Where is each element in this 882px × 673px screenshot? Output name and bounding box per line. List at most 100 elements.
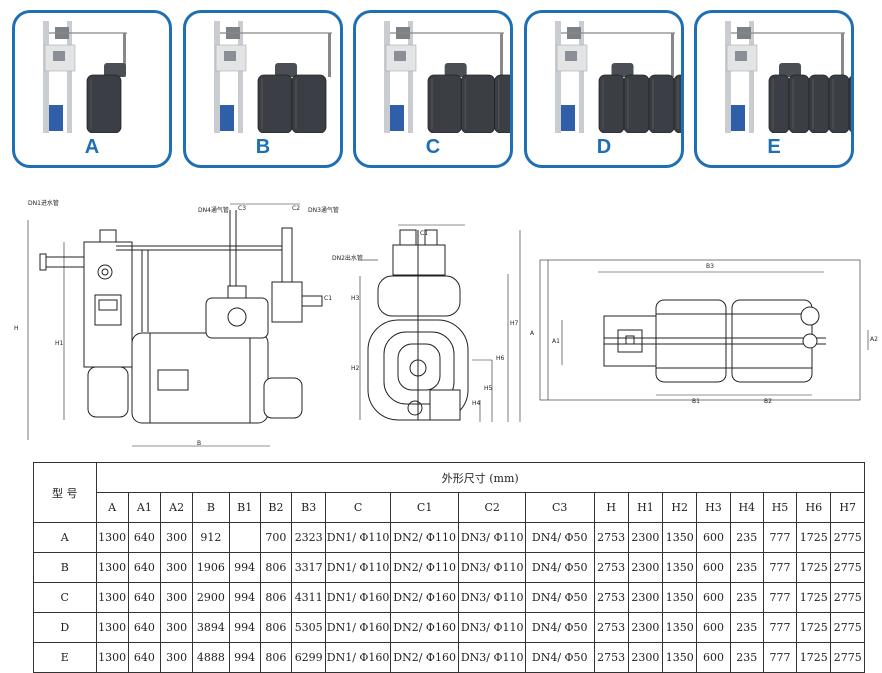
dimension-cell: 600 (696, 522, 731, 553)
dims-header: 外形尺寸 (mm) (95, 462, 865, 493)
column-header: H4 (729, 492, 764, 523)
dimension-cell: 2300 (627, 612, 664, 643)
variant-gallery: A B (0, 0, 882, 175)
unit-illustration (725, 21, 851, 133)
c3-label: C3 (238, 205, 247, 212)
dimension-cell: 777 (762, 612, 798, 643)
variant-label: B (255, 136, 271, 158)
column-header: H2 (662, 492, 698, 523)
column-header: B (192, 492, 230, 523)
dimension-cell: 806 (259, 642, 293, 673)
dimension-cell: 2775 (830, 552, 865, 583)
dimension-cell: 640 (127, 552, 162, 583)
variant-label: C (425, 136, 441, 158)
dimension-cell: 1350 (662, 582, 698, 613)
dimension-cell: 1300 (95, 582, 129, 613)
model-header: 型 号 (33, 462, 97, 523)
b1-label: B1 (692, 398, 700, 405)
dimension-cell: DN2/ Φ160 (389, 642, 460, 673)
dimension-cell: 1300 (95, 522, 129, 553)
dimension-cell: DN3/ Φ110 (458, 612, 526, 643)
dimension-cell: 2753 (593, 642, 629, 673)
b2-label: B2 (764, 398, 772, 405)
dimension-cell: 300 (159, 612, 194, 643)
column-header: C (325, 492, 391, 523)
dimension-cell: 1300 (95, 552, 129, 583)
dimension-cell (228, 522, 261, 553)
h-label: H (14, 325, 19, 332)
column-header: H7 (830, 492, 865, 523)
dimension-cell: 2300 (627, 522, 664, 553)
variant-card-e[interactable]: E (694, 10, 854, 168)
model-cell: E (33, 642, 97, 673)
dimension-cell: DN4/ Φ50 (524, 642, 595, 673)
h5-label: H5 (484, 385, 493, 392)
side-view-drawing (359, 224, 521, 422)
dimension-cell: 235 (729, 552, 764, 583)
dimension-cell: 1350 (662, 642, 698, 673)
model-cell: D (33, 612, 97, 643)
dimension-cell: 1300 (95, 642, 129, 673)
variant-card-c[interactable]: C (353, 10, 513, 168)
dimension-cell: 4888 (192, 642, 230, 673)
h6-label: H6 (496, 355, 505, 362)
h3-label: H3 (351, 295, 360, 302)
front-view-drawing (27, 203, 323, 447)
a1-label: A1 (552, 338, 560, 345)
dimension-cell: DN1/ Φ110 (325, 552, 391, 583)
dimension-cell: 600 (696, 642, 731, 673)
column-header: H (593, 492, 629, 523)
dimension-cell: DN3/ Φ110 (458, 642, 526, 673)
dimension-cell: 1725 (796, 642, 832, 673)
dimension-cell: 1350 (662, 522, 698, 553)
h1-label: H1 (55, 340, 64, 347)
variant-card-d[interactable]: D (524, 10, 684, 168)
b3-label: B3 (706, 263, 714, 270)
dimension-cell: DN1/ Φ110 (325, 522, 391, 553)
dimension-cell: 2775 (830, 642, 865, 673)
dimension-cell: DN4/ Φ50 (524, 582, 595, 613)
dimension-cell: 6299 (291, 642, 327, 673)
unit-illustration (214, 21, 332, 133)
dimension-cell: 2900 (192, 582, 230, 613)
a2-label: A2 (870, 336, 878, 343)
dimension-cell: 600 (696, 552, 731, 583)
dimension-cell: 300 (159, 582, 194, 613)
dimension-cell: 640 (127, 522, 162, 553)
dimension-cell: DN4/ Φ50 (524, 552, 595, 583)
dimension-cell: 777 (762, 582, 798, 613)
dimension-cell: 1906 (192, 552, 230, 583)
dimension-cell: DN3/ Φ110 (458, 522, 526, 553)
dimension-cell: 777 (762, 522, 798, 553)
dimension-cell: 994 (228, 642, 261, 673)
column-header: C1 (389, 492, 460, 523)
dn1-label: DN1进水管 (28, 200, 59, 207)
dimension-cell: 300 (159, 552, 194, 583)
h2-label: H2 (351, 365, 360, 372)
dimension-cell: DN1/ Φ160 (325, 642, 391, 673)
dimension-cell: DN1/ Φ160 (325, 582, 391, 613)
technical-drawings: DN1进水管 DN4通气管 C3 C2 DN3通气管 DN2出水管 C1 C1 … (0, 190, 882, 455)
dimension-cell: 806 (259, 552, 293, 583)
column-header: H5 (762, 492, 798, 523)
c2-label: C2 (292, 205, 301, 212)
dimension-cell: 3894 (192, 612, 230, 643)
model-cell: C (33, 582, 97, 613)
variant-card-b[interactable]: B (183, 10, 343, 168)
variant-label: A (84, 136, 100, 158)
variant-card-a[interactable]: A (12, 10, 172, 168)
column-header: H3 (696, 492, 731, 523)
dimension-cell: 806 (259, 612, 293, 643)
dimension-cell: 2323 (291, 522, 327, 553)
dimension-cell: 2300 (627, 582, 664, 613)
dimension-cell: 2753 (593, 612, 629, 643)
dimension-cell: DN2/ Φ160 (389, 612, 460, 643)
dimension-cell: DN1/ Φ160 (325, 612, 391, 643)
dimension-cell: 600 (696, 612, 731, 643)
dimension-cell: 2300 (627, 642, 664, 673)
dimension-cell: 2775 (830, 522, 865, 553)
